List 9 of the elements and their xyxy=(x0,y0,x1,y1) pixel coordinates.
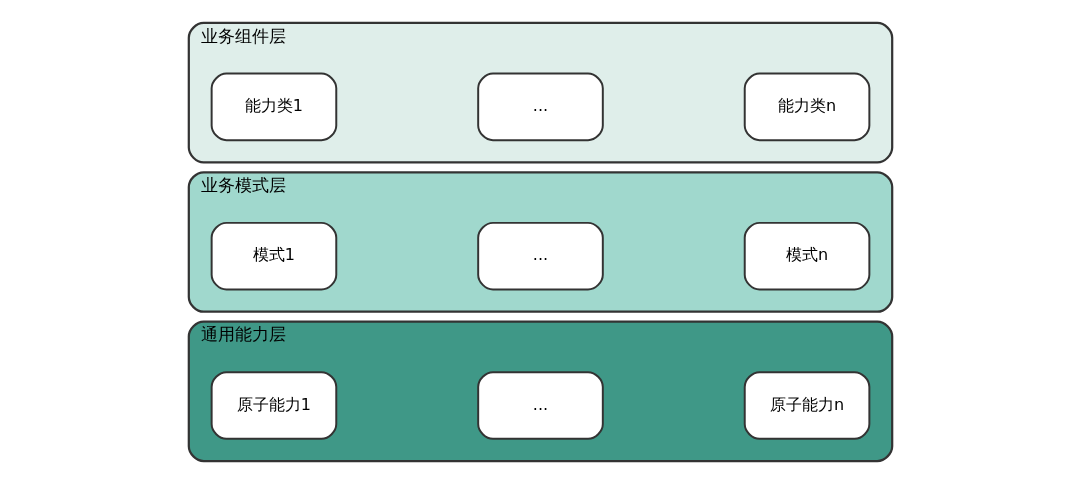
node-box: 原子能力n xyxy=(743,371,870,440)
node-box: 能力类n xyxy=(743,72,870,142)
node-box: 模式1 xyxy=(210,221,337,291)
node-box: ... xyxy=(476,221,604,291)
node-box: 能力类1 xyxy=(210,72,337,142)
node-box: 原子能力1 xyxy=(210,371,337,440)
node-box: ... xyxy=(476,371,604,440)
node-box: ... xyxy=(476,72,604,142)
node-box: 模式n xyxy=(743,221,870,291)
